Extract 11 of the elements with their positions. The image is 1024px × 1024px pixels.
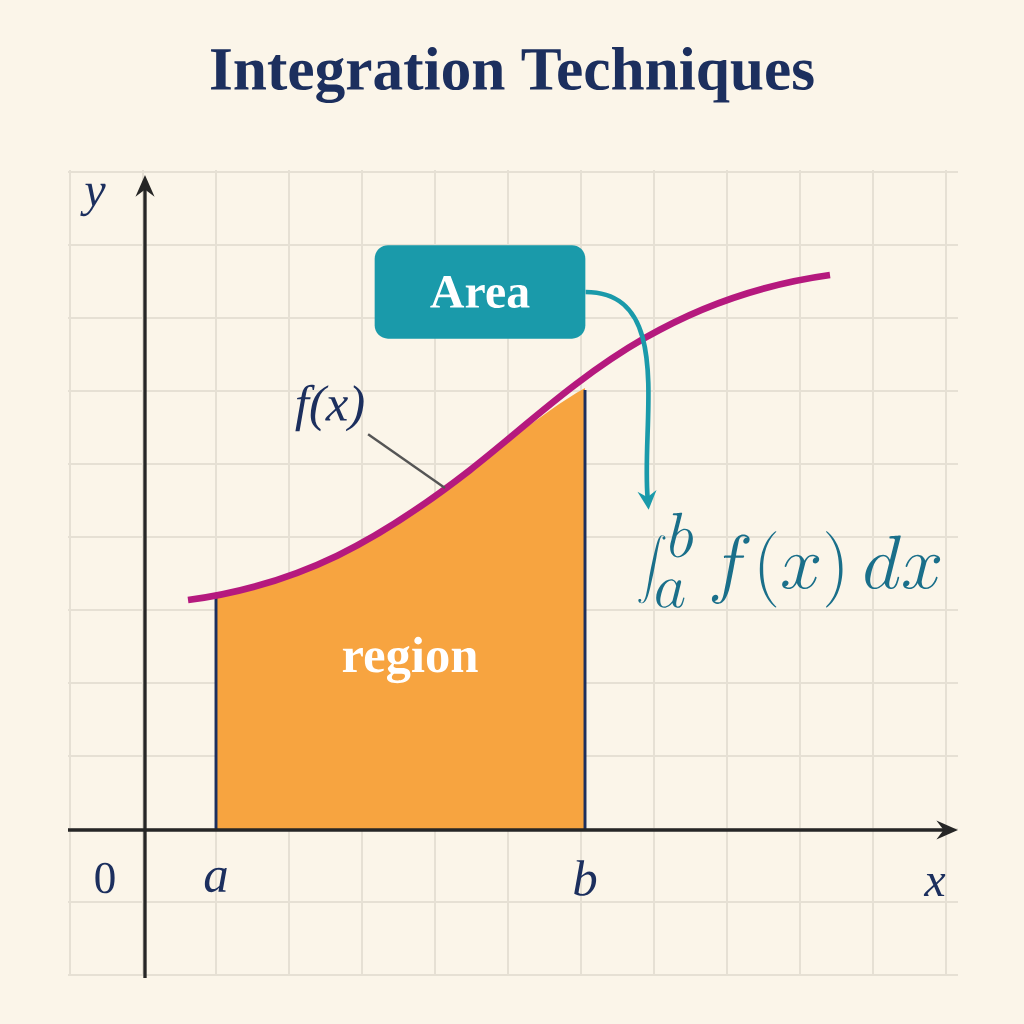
- integral-formula: $\int_a^b f(x)\,dx$: [638, 512, 941, 608]
- callout-box: Area: [374, 245, 586, 339]
- origin-label: 0: [95, 862, 115, 894]
- bound-label: b: [574, 860, 597, 896]
- region-label: region: [342, 636, 478, 684]
- leader-line: [367, 433, 446, 489]
- axis-label: x: [923, 874, 946, 897]
- title: Integration Techniques: [211, 46, 814, 104]
- axis-label: y: [80, 183, 106, 217]
- bound-label: a: [204, 867, 227, 893]
- function-label: f(x): [295, 384, 364, 432]
